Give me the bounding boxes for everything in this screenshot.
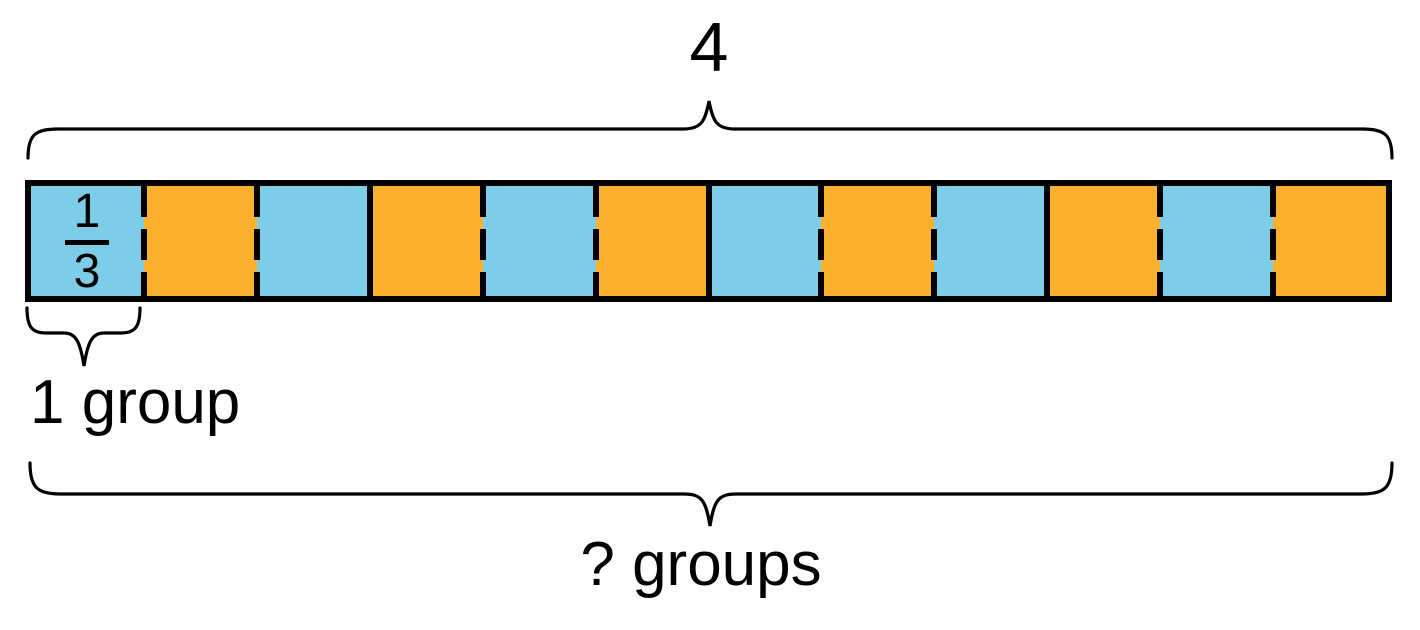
segment-divider-dashed: [140, 186, 147, 296]
segment-divider-dashed: [931, 186, 938, 296]
fraction-bar: [65, 239, 109, 245]
tape-segment: [256, 186, 370, 296]
tape-segment: [143, 186, 257, 296]
one-group-brace: [25, 306, 142, 367]
segment-divider-dashed: [592, 186, 599, 296]
tape-bar-segments: [31, 186, 1387, 296]
question-brace: [28, 461, 1394, 527]
top-brace: [26, 100, 1394, 160]
segment-divider-dashed: [1270, 186, 1277, 296]
segment-divider-dashed: [253, 186, 260, 296]
tape-segment: [1273, 186, 1387, 296]
segment-divider-dashed: [818, 186, 825, 296]
tape-segment: [934, 186, 1048, 296]
one-group-label: 1 group: [30, 368, 241, 437]
tape-segment: [595, 186, 709, 296]
segment-divider-solid: [366, 186, 373, 296]
unit-fraction-label: 1 3: [54, 185, 120, 298]
tape-segment: [708, 186, 822, 296]
fraction-denominator: 3: [73, 244, 101, 298]
tape-segment: [482, 186, 596, 296]
segment-divider-dashed: [1157, 186, 1164, 296]
question-groups-label: ? groups: [580, 530, 822, 599]
fraction-numerator: 1: [73, 185, 101, 238]
segment-divider-dashed: [479, 186, 486, 296]
tape-bar: [25, 180, 1392, 302]
total-label: 4: [689, 8, 729, 86]
segment-divider-solid: [1044, 186, 1051, 296]
tape-segment: [1160, 186, 1274, 296]
tape-segment: [369, 186, 483, 296]
tape-segment: [1047, 186, 1161, 296]
tape-segment: [821, 186, 935, 296]
segment-divider-solid: [705, 186, 712, 296]
